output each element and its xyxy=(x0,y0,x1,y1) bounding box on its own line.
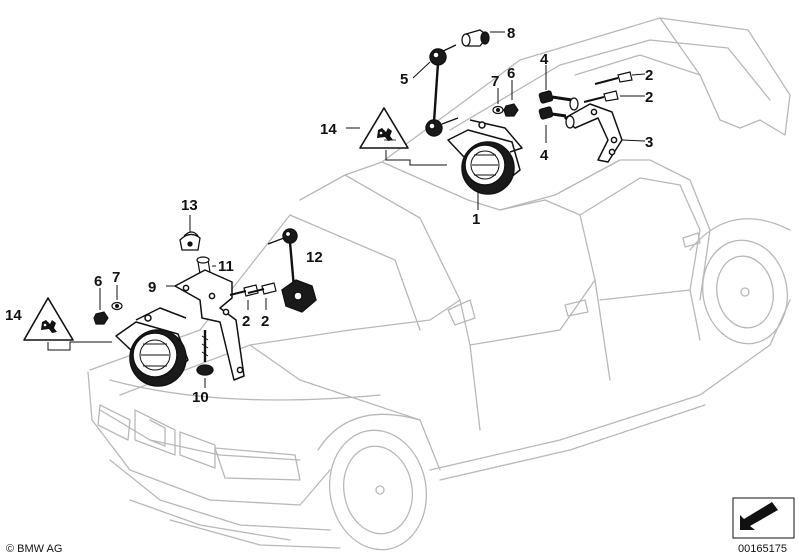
rear-bolts xyxy=(538,90,579,129)
callout-3: 3 xyxy=(645,134,653,151)
callout-4-bottom: 4 xyxy=(540,147,549,164)
rear-screws xyxy=(583,71,633,103)
front-clip xyxy=(179,231,201,251)
front-level-sensor xyxy=(115,307,189,387)
front-washer-nut xyxy=(93,301,123,325)
callout-12: 12 xyxy=(306,249,323,266)
warning-triangle-icon xyxy=(359,107,409,149)
callout-2-top-a: 2 xyxy=(645,67,653,84)
rear-level-sensor xyxy=(447,119,523,195)
callout-14-top: 14 xyxy=(320,121,337,138)
leader-line xyxy=(47,341,112,351)
rear-bracket xyxy=(564,103,623,163)
callout-5: 5 xyxy=(400,71,408,88)
front-bottom-screw xyxy=(196,330,214,376)
callout-6-front: 6 xyxy=(94,273,102,290)
direction-arrow-icon xyxy=(732,497,795,539)
callout-2-front-b: 2 xyxy=(261,313,269,330)
front-linkage xyxy=(267,228,317,313)
leader-line xyxy=(385,150,447,166)
rear-cap xyxy=(461,29,490,47)
callout-7-top: 7 xyxy=(491,73,499,90)
callout-2-front-a: 2 xyxy=(242,313,250,330)
callout-9: 9 xyxy=(148,279,156,296)
leader-lines xyxy=(99,31,646,388)
callout-14-front: 14 xyxy=(5,307,22,324)
rear-linkage-rod xyxy=(425,44,459,137)
car-outline xyxy=(87,17,791,551)
callout-1-rear: 1 xyxy=(472,211,480,228)
copyright-text: © BMW AG xyxy=(6,543,62,555)
callout-6-top: 6 xyxy=(507,65,515,82)
callout-4-top: 4 xyxy=(540,51,549,68)
callout-11: 11 xyxy=(218,258,234,275)
front-bracket xyxy=(174,269,245,381)
callout-8: 8 xyxy=(507,25,515,42)
rear-washer-nut xyxy=(492,103,519,117)
part-number-text: 00165175 xyxy=(738,543,787,555)
callout-7-front: 7 xyxy=(112,269,120,286)
front-screws xyxy=(229,282,277,297)
callout-10: 10 xyxy=(192,389,209,406)
callout-13: 13 xyxy=(181,197,198,214)
callout-2-top-b: 2 xyxy=(645,89,653,106)
warning-triangle-icon xyxy=(23,297,74,341)
